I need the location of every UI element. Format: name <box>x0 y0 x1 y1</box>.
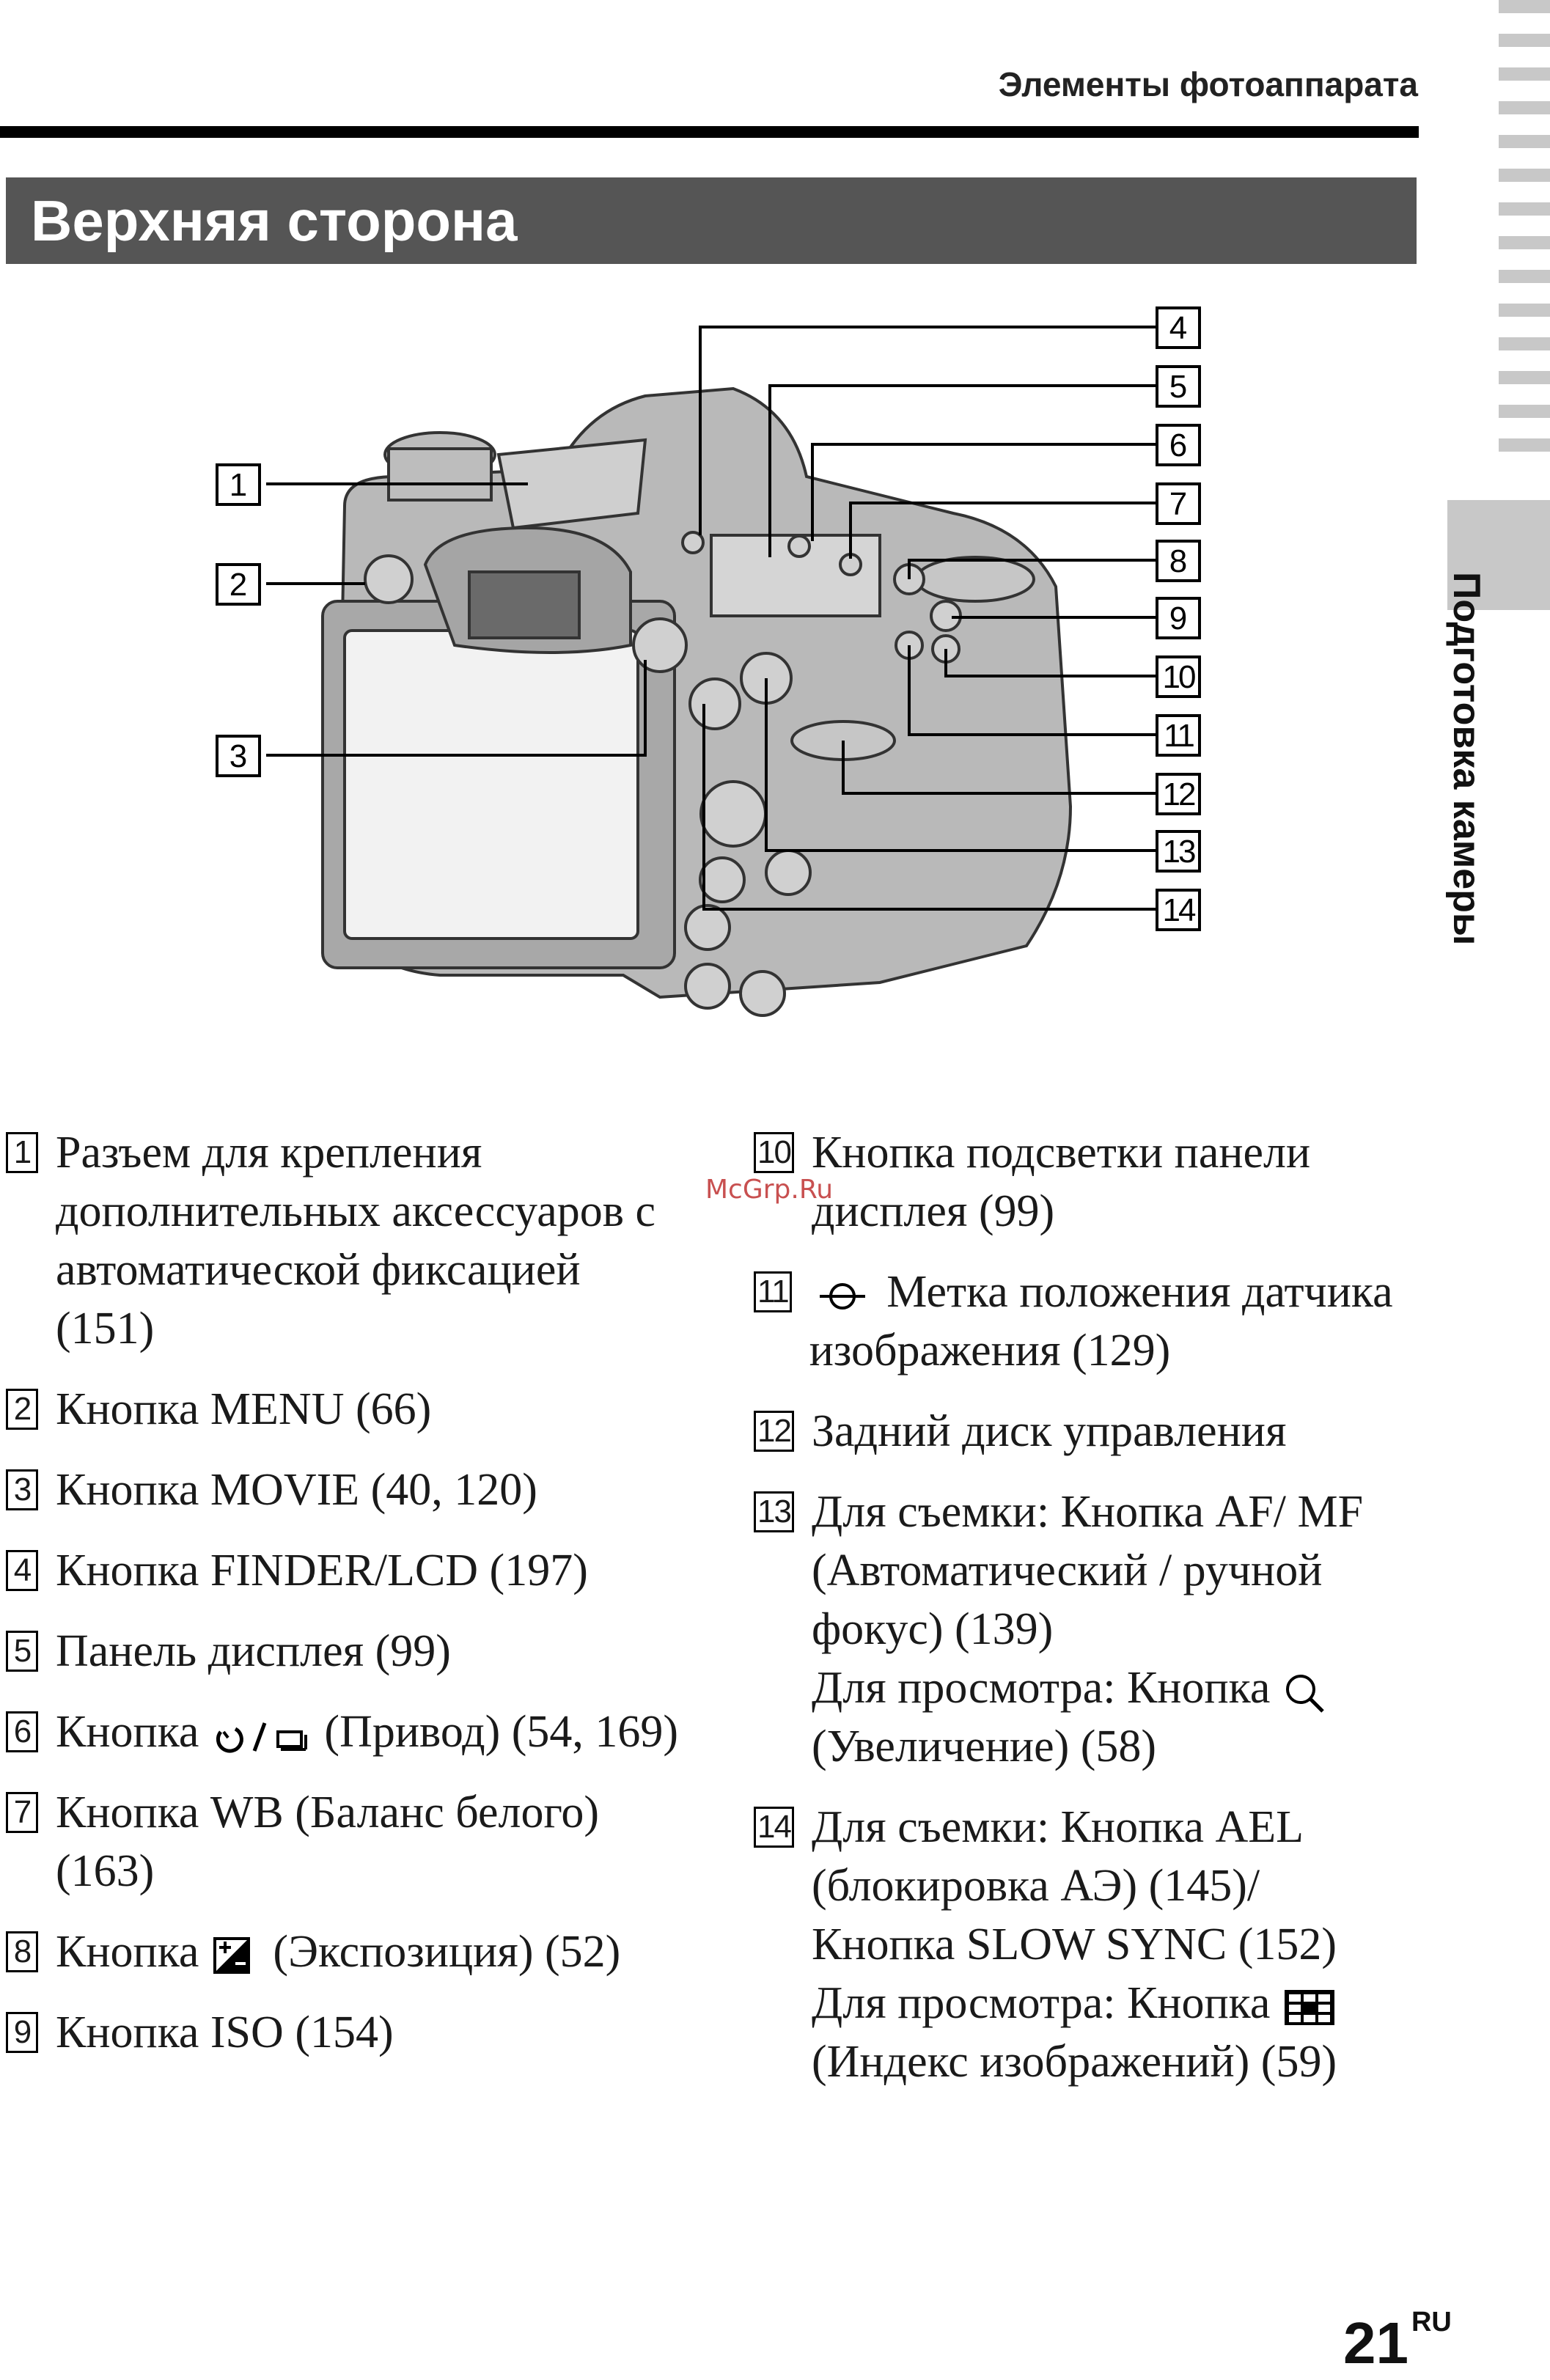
parts-list-right: 10 Кнопка подсветки панели дисплея (99) … <box>754 1123 1414 2113</box>
parts-list-left: 1 Разъем для крепления дополнительных ак… <box>6 1123 680 2084</box>
svg-text:5: 5 <box>1169 369 1187 405</box>
item-number: 2 <box>6 1389 38 1430</box>
list-item: 1 Разъем для крепления дополнительных ак… <box>6 1123 680 1358</box>
image-sensor-mark-icon <box>819 1282 865 1310</box>
camera-illustration <box>321 386 1073 1017</box>
watermark: McGrp.Ru <box>705 1175 834 1205</box>
svg-text:9: 9 <box>1169 600 1187 636</box>
item-text-post: (Привод) (54, 169) <box>324 1707 679 1757</box>
item-number: 12 <box>754 1411 794 1452</box>
item-text-pre: Для просмотра: Кнопка <box>811 1978 1271 2028</box>
item-text: Кнопка FINDER/LCD (197) <box>56 1546 588 1595</box>
svg-text:3: 3 <box>229 738 247 774</box>
item-text-pre: Кнопка <box>56 1927 199 1977</box>
page-suffix: RU <box>1411 2307 1452 2338</box>
item-text: Для съемки: Кнопка AF/ MF (Автоматически… <box>811 1487 1364 1654</box>
svg-text:7: 7 <box>1169 486 1187 522</box>
callout-13: 13 <box>1156 830 1201 873</box>
list-item: 6 Кнопка (Привод) (54, 169) <box>6 1703 680 1761</box>
list-item: 14 Для съемки: Кнопка AEL (блокировка АЭ… <box>754 1798 1414 2091</box>
leader-lines <box>266 326 1157 911</box>
svg-text:12: 12 <box>1163 776 1195 812</box>
callout-2: 2 <box>216 563 261 606</box>
zoom-magnifier-icon <box>1285 1674 1324 1713</box>
item-number: 11 <box>754 1271 792 1312</box>
callout-4: 4 <box>1156 306 1201 349</box>
list-item: 9 Кнопка ISO (154) <box>6 2003 680 2062</box>
item-number: 4 <box>6 1550 38 1591</box>
callout-9: 9 <box>1156 597 1201 639</box>
list-item: 8 Кнопка (Экспозиция) (52) <box>6 1922 680 1981</box>
list-item: 10 Кнопка подсветки панели дисплея (99) <box>754 1123 1414 1241</box>
list-item: 11 Метка положения датчика изображения (… <box>754 1263 1414 1380</box>
item-number: 8 <box>6 1931 38 1972</box>
item-number: 10 <box>754 1132 794 1173</box>
item-number: 7 <box>6 1792 38 1833</box>
callout-14: 14 <box>1156 889 1201 931</box>
running-header: Элементы фотоаппарата <box>998 65 1418 103</box>
callout-11: 11 <box>1156 714 1201 757</box>
item-text: Для съемки: Кнопка AEL (блокировка АЭ) (… <box>811 1802 1337 1969</box>
item-number: 9 <box>6 2012 38 2053</box>
item-text: Панель дисплея (99) <box>56 1626 451 1676</box>
svg-text:4: 4 <box>1169 310 1187 346</box>
item-text-post: (Экспозиция) (52) <box>273 1927 621 1977</box>
item-text: Кнопка ISO (154) <box>56 2008 394 2057</box>
item-text-post: (Увеличение) (58) <box>811 1722 1157 1771</box>
list-item: 4 Кнопка FINDER/LCD (197) <box>6 1541 680 1600</box>
item-number: 13 <box>754 1491 794 1532</box>
list-item: 2 Кнопка MENU (66) <box>6 1380 680 1439</box>
svg-text:11: 11 <box>1164 718 1194 754</box>
item-text: Кнопка подсветки панели дисплея (99) <box>811 1128 1311 1236</box>
callout-1: 1 <box>216 463 261 506</box>
item-text: Кнопка WB (Баланс белого) (163) <box>56 1788 599 1896</box>
svg-text:1: 1 <box>229 467 247 503</box>
item-text: Разъем для крепления дополнительных аксе… <box>56 1128 656 1354</box>
list-item: 13 Для съемки: Кнопка AF/ MF (Автоматиче… <box>754 1483 1414 1776</box>
self-timer-drive-icon <box>216 1722 307 1753</box>
svg-text:14: 14 <box>1163 892 1196 928</box>
item-number: 3 <box>6 1469 38 1510</box>
callout-12: 12 <box>1156 773 1201 815</box>
svg-text:2: 2 <box>229 567 247 603</box>
callout-10: 10 <box>1156 655 1201 698</box>
item-number: 5 <box>6 1631 38 1672</box>
list-item: 3 Кнопка MOVIE (40, 120) <box>6 1461 680 1519</box>
svg-text:8: 8 <box>1169 543 1187 579</box>
item-text: Кнопка MOVIE (40, 120) <box>56 1465 537 1515</box>
svg-text:6: 6 <box>1169 427 1187 463</box>
list-item: 12 Задний диск управления <box>754 1402 1414 1461</box>
chapter-tab-active <box>1447 500 1550 610</box>
svg-text:10: 10 <box>1163 659 1195 695</box>
item-text: Задний диск управления <box>811 1406 1287 1456</box>
item-text-pre: Для просмотра: Кнопка <box>811 1663 1271 1713</box>
item-text-post: (Индекс изображений) (59) <box>811 2037 1337 2087</box>
callout-3: 3 <box>216 735 261 777</box>
header-rule <box>0 126 1419 138</box>
callout-numbers: 1 2 3 4 5 6 7 8 9 10 11 12 13 14 <box>216 306 1201 931</box>
section-title: Верхняя сторона <box>6 177 1417 264</box>
item-number: 14 <box>754 1807 794 1848</box>
item-text-post: Метка положения датчика изображения (129… <box>809 1267 1393 1376</box>
list-item: 5 Панель дисплея (99) <box>6 1622 680 1681</box>
callout-6: 6 <box>1156 424 1201 466</box>
callout-5: 5 <box>1156 365 1201 408</box>
item-text: Кнопка MENU (66) <box>56 1384 432 1434</box>
camera-top-diagram: 1 2 3 4 5 6 7 8 9 10 11 12 13 14 <box>216 306 1201 1017</box>
item-text-pre: Кнопка <box>56 1707 199 1757</box>
svg-text:13: 13 <box>1163 834 1195 870</box>
item-number: 6 <box>6 1711 38 1752</box>
item-number: 1 <box>6 1132 38 1173</box>
image-index-icon <box>1284 1989 1334 2025</box>
list-item: 7 Кнопка WB (Баланс белого) (163) <box>6 1783 680 1900</box>
chapter-tab-stripes <box>1499 0 1550 491</box>
callout-8: 8 <box>1156 540 1201 582</box>
exposure-compensation-icon <box>213 1936 250 1974</box>
callout-7: 7 <box>1156 482 1201 525</box>
